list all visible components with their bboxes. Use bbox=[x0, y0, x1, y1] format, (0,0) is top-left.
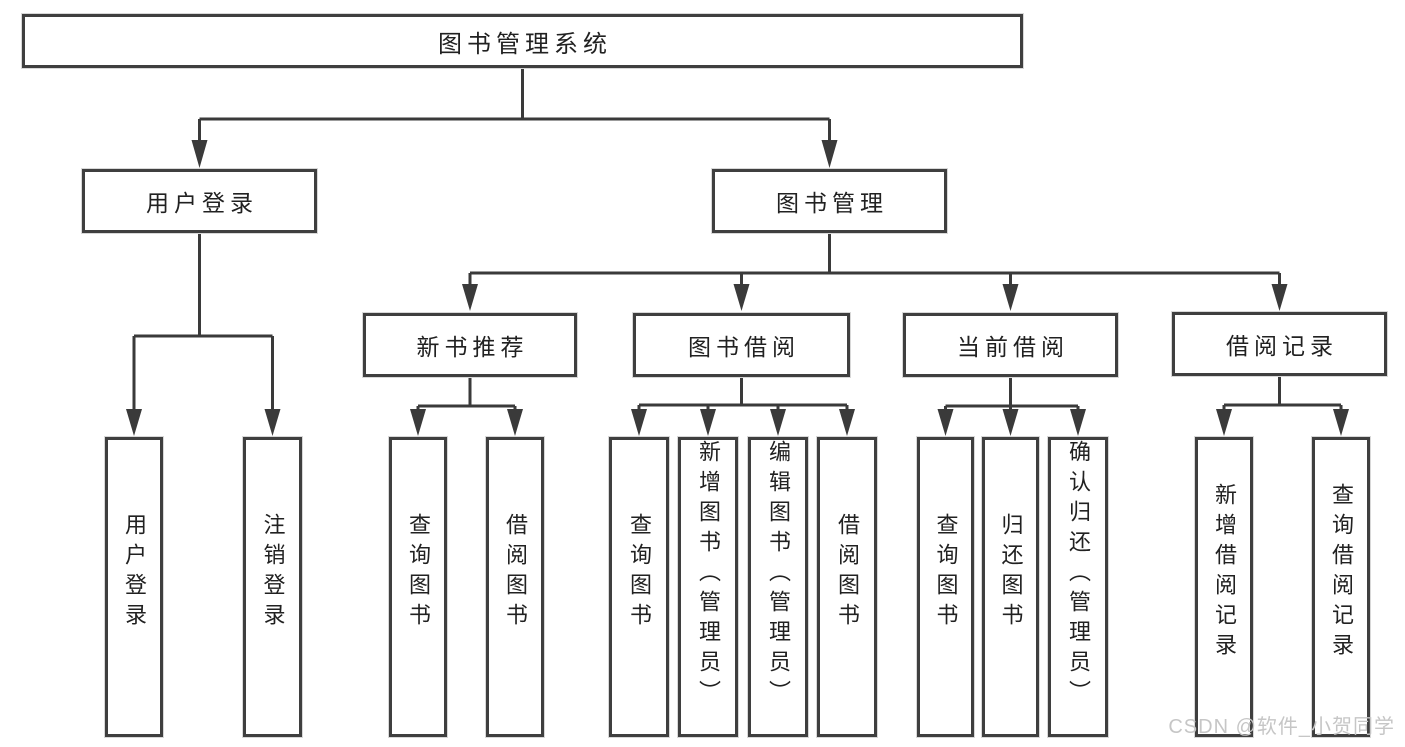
node-leaf-return-book: 归还图书 bbox=[982, 437, 1039, 737]
arrowhead-leaf bbox=[631, 409, 647, 436]
node-current-borrowing: 当前借阅 bbox=[903, 313, 1118, 377]
csdn-watermark: CSDN @软件_小贺同学 bbox=[1168, 716, 1395, 738]
node-library-management-system: 图书管理系统 bbox=[22, 14, 1023, 68]
arrowhead-to-new-books bbox=[462, 284, 478, 311]
connector-new-books-to-leaves bbox=[416, 377, 517, 410]
arrowhead-leaf bbox=[1333, 409, 1349, 436]
arrowhead-to-borrow-records bbox=[1271, 284, 1288, 311]
arrowhead-to-book-borrow bbox=[733, 284, 750, 311]
arrowhead-leaf bbox=[1216, 409, 1232, 436]
node-leaf-borrow-book: 借阅图书 bbox=[817, 437, 877, 737]
node-leaf-current-query-books: 查询图书 bbox=[917, 437, 974, 737]
arrowhead-leaf bbox=[410, 409, 426, 436]
connector-user-login-to-leaves bbox=[132, 233, 274, 410]
node-new-book-recommend: 新书推荐 bbox=[363, 313, 577, 377]
arrowhead-to-current-borrow bbox=[1002, 284, 1019, 311]
node-borrowing-records: 借阅记录 bbox=[1172, 312, 1387, 376]
connector-current-borrow-to-leaves bbox=[944, 377, 1080, 410]
connector-book-mgmt-to-level3 bbox=[468, 233, 1281, 285]
node-leaf-add-book-admin: 新增图书（管理员） bbox=[678, 437, 738, 737]
connector-root-to-level2 bbox=[198, 68, 831, 141]
arrowhead-leaf bbox=[700, 409, 716, 436]
arrowhead-to-book-mgmt bbox=[821, 140, 838, 168]
node-leaf-user-login: 用户登录 bbox=[105, 437, 163, 737]
arrowhead-to-leaf-login bbox=[126, 409, 142, 436]
arrowhead-leaf bbox=[507, 409, 523, 436]
arrowhead-leaf bbox=[1070, 409, 1086, 436]
node-leaf-newbooks-borrow-books: 借阅图书 bbox=[486, 437, 544, 737]
arrowhead-leaf bbox=[770, 409, 786, 436]
connector-borrow-records-to-leaves bbox=[1222, 376, 1343, 410]
node-leaf-borrow-query-books: 查询图书 bbox=[609, 437, 669, 737]
node-user-login: 用户登录 bbox=[82, 169, 317, 233]
node-book-management: 图书管理 bbox=[712, 169, 947, 233]
node-book-borrowing: 图书借阅 bbox=[633, 313, 850, 377]
node-leaf-newbooks-query-books: 查询图书 bbox=[389, 437, 447, 737]
node-leaf-query-borrow-record: 查询借阅记录 bbox=[1312, 437, 1370, 737]
node-leaf-logout: 注销登录 bbox=[243, 437, 302, 737]
arrowhead-leaf bbox=[839, 409, 855, 436]
arrowhead-leaf bbox=[937, 409, 954, 436]
connector-book-borrow-to-leaves bbox=[637, 377, 849, 410]
arrowhead-to-user-login bbox=[191, 140, 208, 168]
node-leaf-confirm-return-admin: 确认归还（管理员） bbox=[1048, 437, 1108, 737]
arrowhead-to-leaf-logout bbox=[264, 409, 281, 436]
node-leaf-add-borrow-record: 新增借阅记录 bbox=[1195, 437, 1253, 737]
arrowhead-leaf bbox=[1002, 409, 1019, 436]
node-leaf-edit-book-admin: 编辑图书（管理员） bbox=[748, 437, 808, 737]
